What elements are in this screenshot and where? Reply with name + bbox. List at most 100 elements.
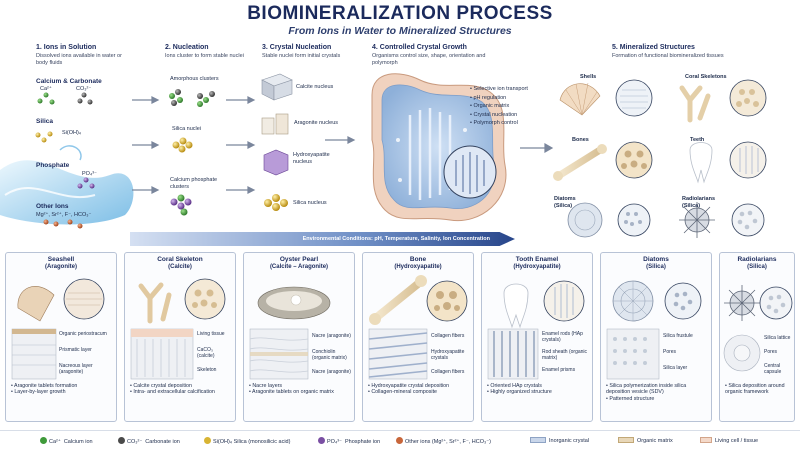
structure-label-bones: Bones: [572, 137, 589, 143]
legend-item-cell: Living cell / tissue: [700, 437, 758, 444]
panel-note: Nacre (aragonite): [312, 333, 351, 339]
panel-note: Pores: [764, 349, 778, 355]
panel-note: Living tissue: [197, 331, 225, 337]
other-ions-dot-icon: [396, 437, 403, 444]
legend-item-inorganic: Inorganic crystal: [530, 437, 589, 444]
panel-note: Collagen fibers: [431, 333, 465, 339]
crystal-label-hydroxyapatite: Hydroxyapatite nucleus: [293, 152, 330, 165]
ion-formula-calcium: Ca²⁺: [40, 86, 52, 92]
structure-label-radiolarians: Radiolarians (Silica): [682, 196, 716, 209]
ion-formula-carbonate: CO₃²⁻: [76, 86, 92, 92]
ion-formula-phosphate: PO₄³⁻: [82, 171, 97, 177]
panel-note: Organic periostracum: [59, 331, 107, 337]
panel-note: Skeleton: [197, 367, 217, 373]
nucleation-label-phosphate: Calcium phosphate clusters: [170, 177, 218, 190]
stage-1-desc: Dissolved ions available in water or bod…: [36, 53, 122, 66]
ion-group-phosphate: Phosphate: [36, 162, 126, 169]
stage-3-heading: 3. Crystal Nucleation: [262, 44, 332, 51]
silica-dot-icon: [204, 437, 211, 444]
panel-radiolarians: Radiolarians (Silica) Silica lattice Por…: [719, 252, 795, 422]
panel-bullet: Nacre layers: [249, 383, 353, 389]
organic-matrix-swatch-icon: [618, 437, 634, 443]
growth-control-item: • pH regulation: [470, 94, 507, 101]
panel-subtitle: (Aragonite): [45, 263, 77, 270]
panel-note: Silica lattice: [764, 335, 791, 341]
panel-note: Enamel prisms: [542, 367, 576, 373]
panel-seashell: Seashell (Aragonite) Organic periostracu…: [5, 252, 117, 422]
stage-5-desc: Formation of functional biomineralized t…: [612, 53, 724, 59]
panel-bullet: Calcite crystal deposition: [130, 383, 234, 389]
nucleation-label-amorphous: Amorphous clusters: [170, 76, 219, 82]
ion-title: Other Ions: [36, 203, 69, 210]
growth-control-item: • Polymorph control: [470, 120, 518, 126]
panel-note: Rod sheath (organic matrix): [542, 349, 588, 361]
structure-label-shells: Shells: [580, 74, 597, 80]
ion-group-other: Other Ions: [36, 203, 126, 210]
panel-note: Silica layer: [663, 365, 688, 371]
panel-bullet: Patterned structure: [606, 396, 710, 402]
panel-bullet: Intra- and extracellular calcification: [130, 389, 234, 395]
carbonate-dot-icon: [118, 437, 125, 444]
panel-oyster-pearl: Oyster Pearl (Calcite – Aragonite) Nacre…: [243, 252, 355, 422]
panel-bullets: Oriented HAp crystals Highly organized s…: [487, 383, 591, 396]
phosphate-dot-icon: [318, 437, 325, 444]
panel-subtitle: (Hydroxyapatite): [513, 263, 561, 270]
legend-item-silica: Si(OH)₄ Silica (monosilicic acid): [204, 437, 290, 445]
ion-formula-other: Mg²⁺, Sr²⁺, F⁻, HCO₃⁻: [36, 212, 92, 218]
stage-1-heading: 1. Ions in Solution: [36, 44, 97, 51]
environment-label: Environmental Conditions: pH, Temperatur…: [302, 236, 490, 242]
panel-note: Conchiolin (organic matrix): [312, 349, 347, 361]
panel-title: Seashell: [47, 256, 75, 263]
panel-bone: Bone (Hydroxyapatite) Collagen fibers Hy…: [362, 252, 474, 422]
legend-item-phosphate: PO₄³⁻ Phosphate ion: [318, 437, 380, 445]
stage-3-desc: Stable nuclei form initial crystals: [262, 53, 341, 59]
panel-note: Nacre (aragonite): [312, 369, 351, 375]
panel-subtitle: (Hydroxyapatite): [394, 263, 442, 270]
crystal-label-silica: Silica nucleus: [293, 200, 327, 206]
legend-item-carbonate: CO₃²⁻ Carbonate ion: [118, 437, 180, 445]
panel-title: Oyster Pearl: [279, 256, 319, 263]
growth-control-item: • Selective ion transport: [470, 86, 528, 92]
growth-control-list: • Selective ion transport • pH regulatio…: [470, 86, 540, 127]
panel-title: Tooth Enamel: [515, 256, 559, 263]
panel-note: Prismatic layer: [59, 347, 92, 353]
stage-4-heading: 4. Controlled Crystal Growth: [372, 44, 467, 51]
ion-title: Phosphate: [36, 162, 70, 169]
page-title: BIOMINERALIZATION PROCESS: [247, 3, 553, 24]
calcium-dot-icon: [40, 437, 47, 444]
growth-control-item: • Organic matrix: [470, 103, 510, 109]
panel-title: Diatoms: [643, 256, 669, 263]
stage-4: 4. Controlled Crystal Growth Organisms c…: [372, 44, 512, 66]
panel-diatoms: Diatoms (Silica) Silica frustule Pores S…: [600, 252, 712, 422]
growth-control-item: • Crystal nucleation: [470, 111, 518, 118]
panel-bullets: Silica deposition around organic framewo…: [725, 383, 793, 396]
stage-2: 2. Nucleation Ions cluster to form stabl…: [165, 44, 250, 60]
structure-label-coral: Coral Skeletons: [685, 74, 727, 80]
panel-subtitle: (Calcite): [168, 263, 192, 270]
ion-formula-silica: Si(OH)₄: [62, 130, 82, 136]
stage-2-desc: Ions cluster to form stable nuclei: [165, 53, 244, 59]
panel-note: Pores: [663, 349, 677, 355]
stage-3: 3. Crystal Nucleation Stable nuclei form…: [262, 44, 347, 60]
panel-bullets: Aragonite tablets formation Layer-by-lay…: [11, 383, 115, 396]
ion-title: Silica: [36, 118, 53, 125]
environment-arrow: [130, 232, 515, 246]
panel-bullet: Highly organized structure: [487, 389, 591, 395]
living-cell-swatch-icon: [700, 437, 712, 443]
panel-note: Enamel rods (HAp crystals): [542, 331, 583, 343]
stage-5: 5. Mineralized Structures Formation of f…: [612, 44, 762, 60]
panel-bullet: Hydroxyapatite crystal deposition: [368, 383, 472, 389]
stage-4-desc: Organisms control size, shape, orientati…: [372, 53, 486, 66]
panel-coral-skeleton: Coral Skeleton (Calcite) Living tissue C…: [124, 252, 236, 422]
stage-1: 1. Ions in Solution Dissolved ions avail…: [36, 44, 126, 66]
ion-group-silica: Silica: [36, 118, 126, 125]
ion-group-calcium-carbonate: Calcium & Carbonate: [36, 78, 126, 85]
panel-title: Bone: [409, 256, 427, 263]
panel-bullets: Nacre layers Aragonite tablets on organi…: [249, 383, 353, 396]
legend: Ca²⁺ Calcium ion CO₃²⁻ Carbonate ion Si(…: [0, 430, 800, 450]
panel-note: Collagen fibers: [431, 369, 465, 375]
panel-bullet: Oriented HAp crystals: [487, 383, 591, 389]
legend-item-organic: Organic matrix: [618, 437, 673, 444]
legend-item-other: Other ions (Mg²⁺, Sr²⁺, F⁻, HCO₃⁻): [396, 437, 491, 445]
